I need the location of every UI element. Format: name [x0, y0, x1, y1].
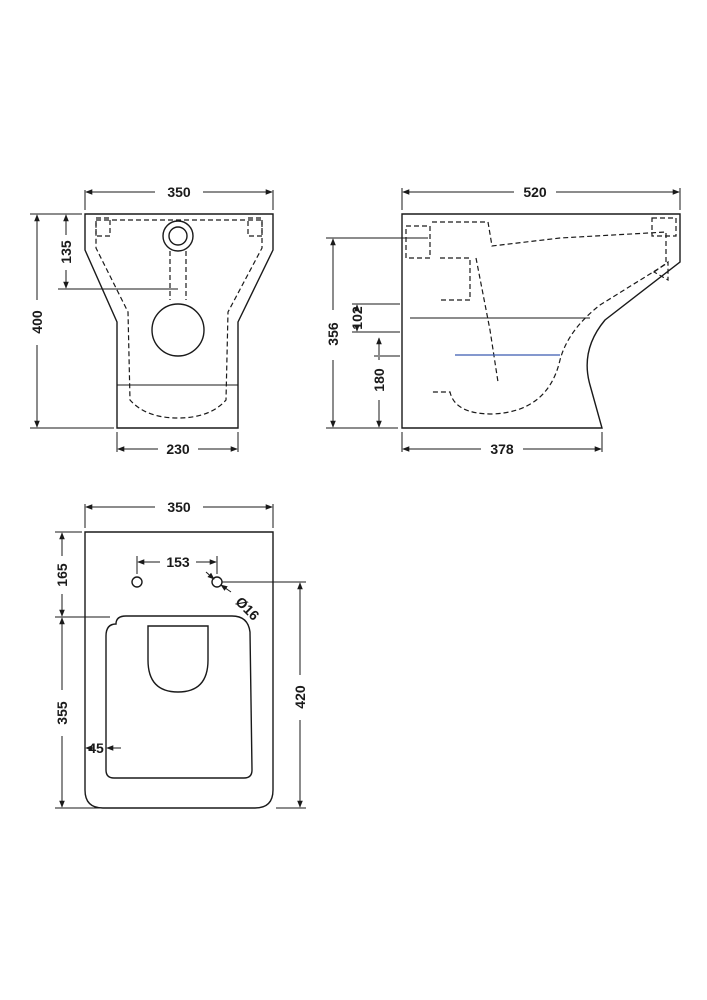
side-length-label: 520	[523, 184, 547, 200]
front-inlet-circle	[162, 220, 194, 252]
front-view-outline	[84, 213, 274, 429]
side-height-label: 356	[325, 322, 341, 346]
front-outlet-circle	[151, 303, 205, 357]
hole-diameter-label: Ø16	[233, 593, 263, 623]
front-inlet-height-label: 135	[58, 240, 74, 264]
hole-spacing-label: 153	[166, 554, 190, 570]
top-view-outline	[84, 531, 274, 809]
side-inner-bowl	[432, 221, 667, 415]
side-outlet-top-label: 102	[349, 306, 365, 330]
hole-offset-label: 165	[54, 563, 70, 587]
seat-depth-label: 355	[54, 701, 70, 725]
front-view: 350 230 400 135	[29, 184, 274, 457]
front-width-label: 350	[167, 184, 191, 200]
side-view-outline	[401, 213, 681, 429]
front-base-width-label: 230	[166, 441, 190, 457]
fixing-hole-left	[131, 576, 143, 588]
top-view: 350 153 Ø16 165 355 420 45	[54, 499, 308, 809]
side-base-length-label: 378	[490, 441, 514, 457]
side-outlet-center-label: 180	[371, 368, 387, 392]
side-margin-label: 45	[88, 740, 104, 756]
total-depth-label: 420	[292, 685, 308, 709]
top-width-label: 350	[167, 499, 191, 515]
front-inner-bowl	[95, 219, 263, 419]
side-view: 520 378 356 102 180	[325, 184, 681, 457]
seat-outline	[105, 615, 253, 779]
lid-recess	[147, 625, 209, 693]
front-height-label: 400	[29, 310, 45, 334]
